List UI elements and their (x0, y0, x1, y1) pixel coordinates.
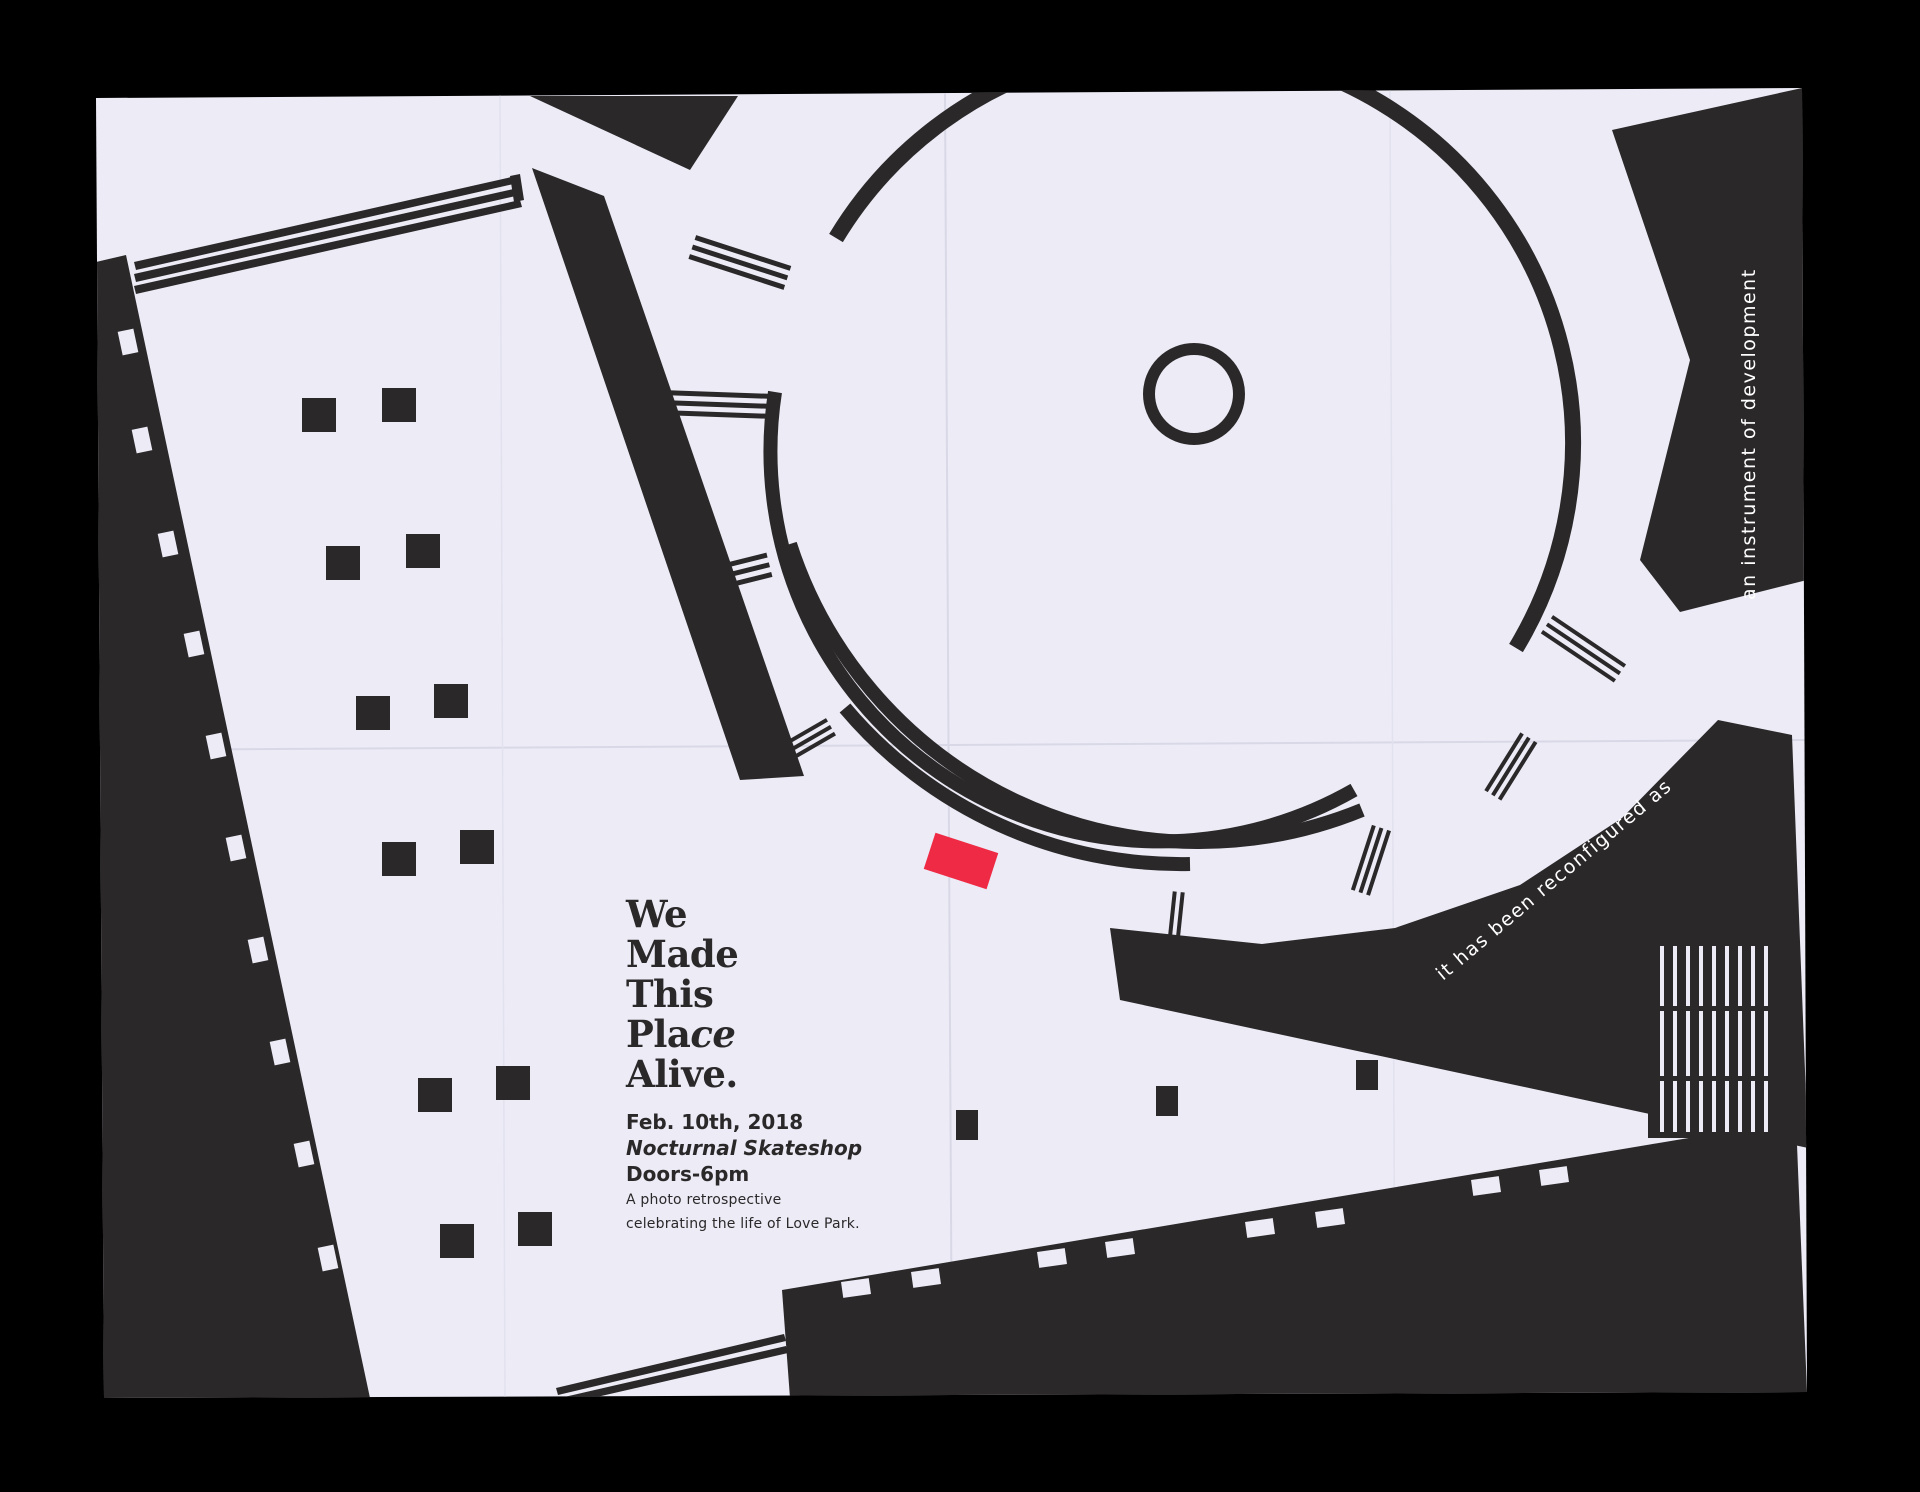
right-wedge (1612, 88, 1807, 612)
bottom-building (782, 1120, 1807, 1398)
top-wedge (530, 96, 738, 170)
pillar-squares (302, 388, 552, 1258)
title-line-1: We (626, 892, 688, 936)
fountain-ring (1143, 343, 1245, 445)
fold-line-horizontal (97, 739, 1806, 751)
title-line-3: This (626, 972, 714, 1016)
bottom-building-notches (841, 1166, 1569, 1298)
event-doors: Doors-6pm (626, 1162, 750, 1186)
plaza-block (1110, 720, 1807, 1148)
fold-line-vertical (944, 91, 953, 1397)
vertical-caption: an instrument of development (1738, 268, 1760, 600)
fold-line-left (499, 93, 506, 1398)
fold-line-right (1389, 89, 1396, 1395)
title-line-5: Alive. (626, 1052, 738, 1096)
diagonal-wedge (532, 168, 804, 780)
small-pillars (956, 1040, 1574, 1140)
plaza-arcs (763, 88, 1582, 872)
event-description: A photo retrospective celebrating the li… (626, 1192, 860, 1232)
left-wall-notches (117, 328, 339, 1272)
red-location-marker (923, 832, 999, 890)
title-line-4: Place (626, 1012, 736, 1056)
event-date: Feb. 10th, 2018 (626, 1110, 804, 1134)
top-left-stripes (134, 174, 524, 294)
bottom-left-stripes (556, 1334, 788, 1398)
event-venue: Nocturnal Skateshop (626, 1136, 863, 1160)
radial-stripes (667, 235, 1627, 945)
title-line-2: Made (626, 932, 739, 976)
stair-grid (1646, 938, 1782, 1138)
